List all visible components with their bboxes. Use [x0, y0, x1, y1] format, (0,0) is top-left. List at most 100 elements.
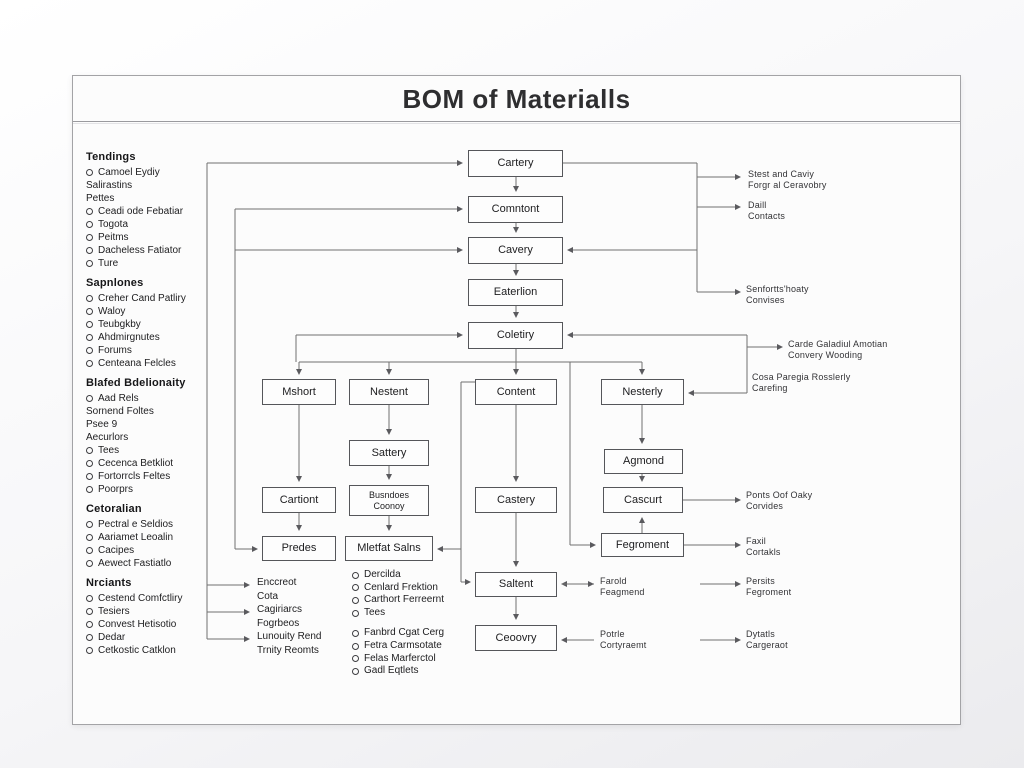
circle-bullet-icon — [86, 608, 93, 615]
circle-bullet-icon — [352, 642, 359, 650]
sidebar-item-label: Creher Cand Patliry — [98, 293, 186, 304]
annotation-line: Cosa Paregia Rosslerly — [752, 372, 851, 382]
sidebar-item: Pettes — [86, 192, 256, 205]
annotation-line: Feagmend — [600, 587, 645, 597]
sidebar-item-label: Cetkostic Catklon — [98, 645, 176, 656]
list-gap — [352, 619, 482, 627]
sidebar-item-label: Pettes — [86, 193, 115, 204]
sidebar-item-label: Cecenca Betkliot — [98, 458, 174, 469]
circle-bullet-icon — [86, 647, 93, 654]
circle-bullet-icon — [86, 334, 93, 341]
flow-node-cavery: Cavery — [468, 237, 563, 264]
bottom-center-label: Cenlard Frektion — [364, 581, 438, 593]
sidebar-item-label: Aewect Fastiatlo — [98, 558, 172, 569]
sidebar-section-header: Tendings — [86, 151, 136, 163]
sidebar-item: Centeana Felcles — [86, 357, 256, 370]
sidebar-item-label: Teubgkby — [98, 319, 141, 330]
circle-bullet-icon — [86, 447, 93, 454]
sidebar-item-label: Sornend Foltes — [86, 406, 154, 417]
page-title: BOM of Materialls — [402, 84, 631, 114]
flow-node-cascurt: Cascurt — [603, 487, 683, 513]
circle-bullet-icon — [352, 596, 359, 604]
sidebar-item: Waloy — [86, 305, 256, 318]
title-divider — [73, 121, 960, 124]
circle-bullet-icon — [86, 473, 93, 480]
annotation-line: Dytatls — [746, 629, 775, 639]
flow-node-eaterlion: Eaterlion — [468, 279, 563, 306]
annotation-line: Carde Galadiul Amotian — [788, 339, 888, 349]
annotation-line: Faxil — [746, 536, 767, 546]
sidebar-section-header: Cetoralian — [86, 503, 142, 515]
sidebar-item-label: Tees — [98, 445, 120, 456]
circle-bullet-icon — [352, 667, 359, 675]
bottom-center-item: Carthort Ferreernt — [352, 594, 482, 607]
circle-bullet-icon — [86, 547, 93, 554]
bottom-center-item: Tees — [352, 607, 482, 620]
circle-bullet-icon — [86, 260, 93, 267]
circle-bullet-icon — [352, 584, 359, 592]
sidebar-item: Creher Cand Patliry — [86, 292, 256, 305]
sidebar-item: Cecenca Betkliot — [86, 457, 256, 470]
annotation-line: Senfortts'hoaty — [746, 284, 809, 294]
flow-node-nesterly: Nesterly — [601, 379, 684, 405]
flow-node-cartiont: Cartiont — [262, 487, 336, 513]
sidebar-item: Dedar — [86, 631, 256, 644]
bottom-left-line: Lunouity Rend — [257, 631, 322, 642]
circle-bullet-icon — [86, 234, 93, 241]
flow-node-busndoes: Busndoes Coonoy — [349, 485, 429, 516]
flow-node-ceoovry: Ceoovry — [475, 625, 557, 651]
flow-node-saltent: Saltent — [475, 572, 557, 597]
bottom-center-label: Fanbrd Cgat Cerg — [364, 627, 445, 639]
bottom-left-line: Trnity Reomts — [257, 644, 319, 656]
sidebar-item: Tees — [86, 444, 256, 457]
bottom-left-line: Cota — [257, 590, 279, 602]
sidebar-item-label: Centeana Felcles — [98, 358, 176, 369]
sidebar-item: Convest Hetisotio — [86, 618, 256, 631]
circle-bullet-icon — [86, 521, 93, 528]
bottom-center-item: Felas Marferctol — [352, 653, 482, 666]
sidebar-item-label: Cestend Comfctliry — [98, 593, 183, 604]
annotation-line: Stest and Caviy — [748, 169, 815, 179]
sidebar-item-label: Aariamet Leoalin — [98, 532, 174, 543]
sidebar-item-label: Dacheless Fatiator — [98, 245, 182, 256]
sidebar-item: Cacipes — [86, 544, 256, 557]
sidebar-item: Dacheless Fatiator — [86, 244, 256, 257]
circle-bullet-icon — [86, 560, 93, 567]
flow-node-comntont: Comntont — [468, 196, 563, 223]
sidebar-item: Salirastins — [86, 179, 256, 192]
sidebar-item: Sornend Foltes — [86, 405, 256, 418]
annotation-line: Forgr al Ceravobry — [748, 180, 827, 190]
sidebar-item-label: Forums — [98, 345, 132, 356]
sidebar-item: Tesiers — [86, 605, 256, 618]
circle-bullet-icon — [352, 630, 359, 638]
annotation-line: Persits — [746, 576, 775, 586]
sidebar-item-label: Ahdmirgnutes — [98, 332, 160, 343]
sidebar-item-label: Ture — [98, 258, 119, 269]
flow-node-mshort: Mshort — [262, 379, 336, 405]
sidebar-section-header: Sapnlones — [86, 277, 144, 289]
flow-node-fegroment: Fegroment — [601, 533, 684, 557]
circle-bullet-icon — [86, 634, 93, 641]
sidebar-item: Ahdmirgnutes — [86, 331, 256, 344]
flow-node-castery: Castery — [475, 487, 557, 513]
annotation-line: Cortyraemt — [600, 640, 647, 650]
sidebar-item-label: Ceadi ode Febatiar — [98, 206, 184, 217]
bottom-left-line: Enccreot — [257, 577, 297, 588]
flow-node-sattery: Sattery — [349, 440, 429, 466]
bottom-center-label: Fetra Carmsotate — [364, 639, 442, 651]
sidebar-item-label: Salirastins — [86, 180, 133, 191]
flow-node-predes: Predes — [262, 536, 336, 561]
sidebar-item: Aecurlors — [86, 431, 256, 444]
flow-node-cartery: Cartery — [468, 150, 563, 177]
circle-bullet-icon — [86, 208, 93, 215]
sidebar-item: Aariamet Leoalin — [86, 531, 256, 544]
sidebar-item-label: Tesiers — [98, 606, 130, 617]
sidebar-item-label: Peitms — [98, 232, 129, 243]
